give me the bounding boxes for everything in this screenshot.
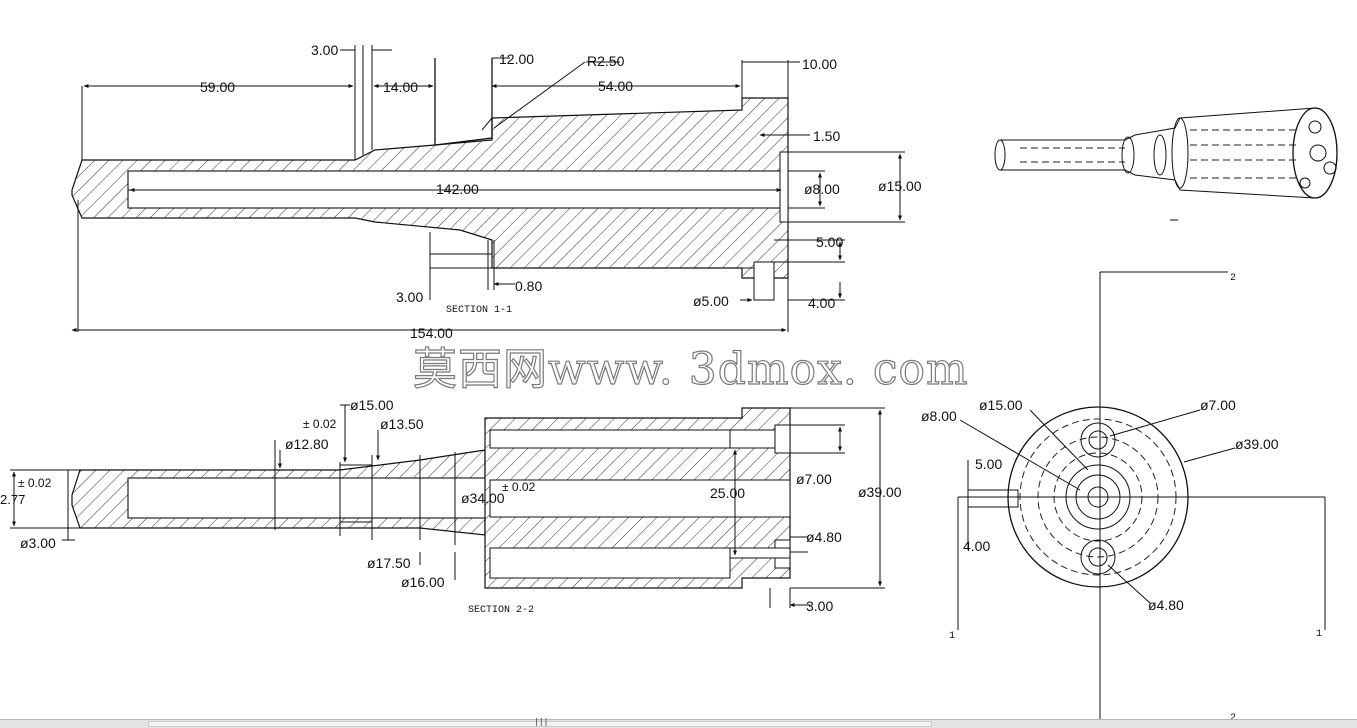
- lower-channel: [489, 547, 731, 579]
- marker-bottom: 2: [1230, 713, 1236, 720]
- dim-14: 14.00: [383, 79, 418, 95]
- dim-59: 59.00: [200, 79, 235, 95]
- outer-circle: [1007, 406, 1189, 588]
- ev-dim-phi39: ø39.00: [1235, 436, 1279, 452]
- ev-dim-phi15: ø15.00: [979, 397, 1023, 413]
- dim-tol1: ± 0.02: [303, 417, 337, 431]
- dim-phi16: ø16.00: [401, 574, 445, 590]
- marker-left: 1: [949, 631, 955, 642]
- dim-phi15: ø15.00: [350, 397, 394, 413]
- dim-3: 3.00: [311, 42, 338, 58]
- dim-1-5: 1.50: [813, 128, 840, 144]
- dim-0-8: 0.80: [515, 278, 542, 294]
- dim-tol2: ± 0.02: [18, 476, 52, 490]
- dim-phi34: ø34.00: [461, 490, 505, 506]
- dim-4: 4.00: [808, 295, 835, 311]
- dim-142: 142.00: [436, 181, 479, 197]
- lower-hole: [1080, 539, 1116, 575]
- dim-12: 12.00: [499, 51, 534, 67]
- dim-phi12-8: ø12.80: [285, 436, 329, 452]
- ev-dim-5: 5.00: [975, 456, 1002, 472]
- iso-view: [994, 107, 1338, 221]
- dim-5: 5.00: [816, 234, 843, 250]
- dim-3: 3.00: [806, 598, 833, 614]
- dim-54: 54.00: [598, 78, 633, 94]
- dim-phi3: ø3.00: [20, 535, 56, 551]
- center-bore: [489, 479, 791, 518]
- ev-dim-phi7: ø7.00: [1200, 397, 1236, 413]
- section-2-2-title: SECTION 2-2: [468, 605, 534, 616]
- ev-dim-phi4-8: ø4.80: [1148, 597, 1184, 613]
- dim-phi17-5: ø17.50: [367, 555, 411, 571]
- section-1-1: 3.00 14.00 12.00 R2.50 54.00 10.00 59.00…: [71, 42, 922, 341]
- dim-2-77: 2.77: [0, 492, 25, 507]
- dim-tol3: ± 0.02: [502, 480, 536, 494]
- dim-phi4-8: ø4.80: [806, 529, 842, 545]
- dim-phi7: ø7.00: [796, 471, 832, 487]
- marker-top: 2: [1230, 273, 1236, 284]
- counterbore: [779, 151, 789, 223]
- upper-hole: [1080, 422, 1116, 458]
- dim-10: 10.00: [802, 56, 837, 72]
- dim-phi13-5: ø13.50: [380, 416, 424, 432]
- dim-r25: R2.50: [587, 53, 625, 69]
- dim-3b: 3.00: [396, 289, 423, 305]
- upper-channel: [489, 429, 731, 449]
- dim-phi15: ø15.00: [878, 178, 922, 194]
- scroll-grip-icon: |||: [534, 717, 549, 726]
- section-2-2: ø15.00 ± 0.02 ø13.50 ø12.80 ± 0.02 2.77 …: [0, 397, 902, 616]
- dim-25: 25.00: [710, 485, 745, 501]
- taper-block: [434, 58, 493, 146]
- ev-dim-4: 4.00: [963, 538, 990, 554]
- dim-phi39: ø39.00: [858, 484, 902, 500]
- dim-154: 154.00: [410, 325, 453, 341]
- pin-hole: [753, 261, 775, 301]
- shank-bore: [127, 477, 489, 519]
- dim-phi8: ø8.00: [804, 181, 840, 197]
- section-1-1-title: SECTION 1-1: [446, 305, 512, 316]
- end-view: ø8.00 ø15.00 ø7.00 ø39.00 5.00 4.00 ø4.8…: [921, 271, 1326, 720]
- dim-phi5: ø5.00: [693, 293, 729, 309]
- watermark: 莫西网www. 3dmox. com: [413, 344, 969, 395]
- ev-dim-phi8: ø8.00: [921, 408, 957, 424]
- marker-right: 1: [1316, 629, 1322, 640]
